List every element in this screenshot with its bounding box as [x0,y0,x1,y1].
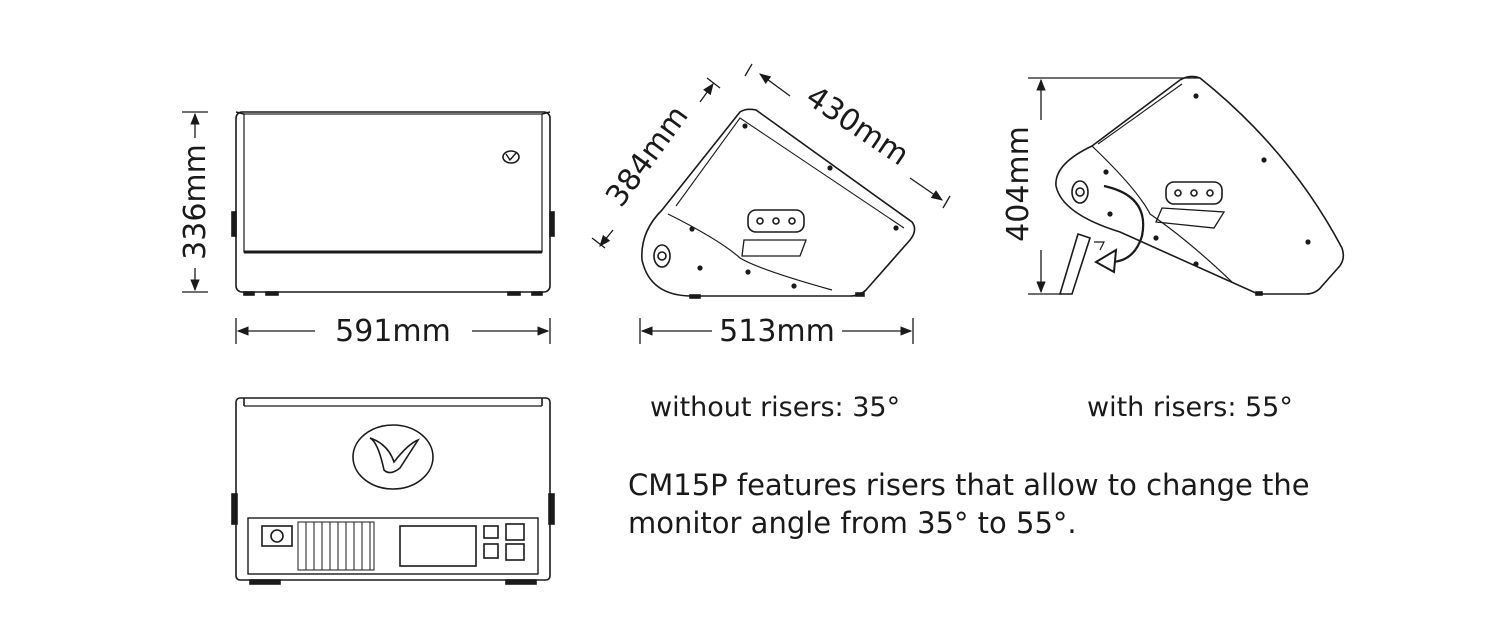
label-side-width: 513mm [719,314,835,349]
v-logo-icon [502,150,520,164]
label-front-height: 336mm [178,144,213,260]
side-view-35 [641,108,916,299]
side-handle-55 [1155,181,1226,229]
feature-note-line1: CM15P features risers that allow to chan… [628,468,1310,502]
riser-leg [1058,232,1105,295]
amplifier-panel [247,517,539,575]
dim-front-width [235,318,551,344]
rear-v-logo-icon [352,424,434,490]
side-handle [741,209,807,257]
rotation-arrow-icon [1094,184,1145,274]
label-side-diag-short: 384mm [599,99,695,213]
side-connector [653,244,671,268]
feature-note: CM15P features risers that allow to chan… [628,466,1328,542]
label-riser-height: 404mm [1001,126,1036,242]
rear-view [231,397,555,585]
side-view-55 [1055,75,1345,296]
label-side-diag-long: 430mm [800,79,916,173]
dim-front-height [182,111,208,293]
dim-riser-height [1028,77,1200,295]
dim-side-width [639,318,914,344]
feature-note-line2: monitor angle from 35° to 55°. [628,506,1077,540]
dim-side-diag-short [591,77,721,249]
front-view [231,111,555,296]
dim-side-diag-long [744,63,951,209]
caption-with-risers: with risers: 55° [1087,392,1293,423]
side-connector-55 [1071,180,1089,204]
label-front-width: 591mm [335,314,451,349]
caption-without-risers: without risers: 35° [650,392,901,423]
